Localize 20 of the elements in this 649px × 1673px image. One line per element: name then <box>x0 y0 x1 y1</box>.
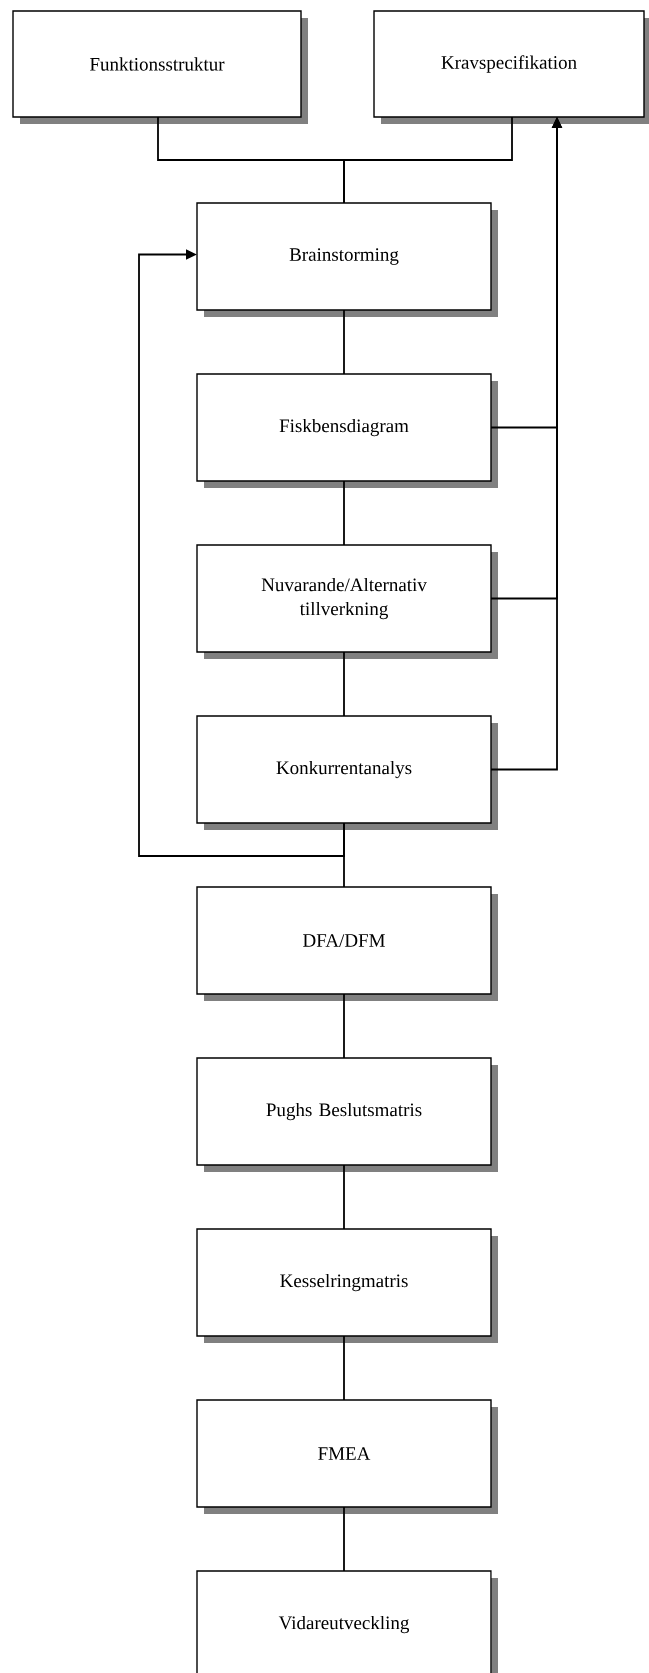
process-box: Fiskbensdiagram <box>196 373 498 488</box>
connector <box>343 651 345 717</box>
process-box: DFA/DFM <box>196 886 498 1001</box>
process-box: FMEA <box>196 1399 498 1514</box>
connector <box>343 1335 345 1401</box>
process-box: Nuvarande/Alternativ tillverkning <box>196 544 498 659</box>
connector <box>343 480 345 546</box>
process-box: Kesselringmatris <box>196 1228 498 1343</box>
process-box: Kravspecifikation <box>373 10 649 124</box>
process-box: Brainstorming <box>196 202 498 317</box>
connector <box>138 249 345 857</box>
connector <box>343 1506 345 1572</box>
connector <box>343 309 345 375</box>
process-box: Funktionsstruktur <box>12 10 308 124</box>
connector <box>343 116 513 204</box>
process-box: Konkurrentanalys <box>196 715 498 830</box>
process-box: Vidareutveckling <box>196 1570 498 1673</box>
connector <box>343 1164 345 1230</box>
process-box: Pughs Beslutsmatris <box>196 1057 498 1172</box>
connector <box>343 993 345 1059</box>
